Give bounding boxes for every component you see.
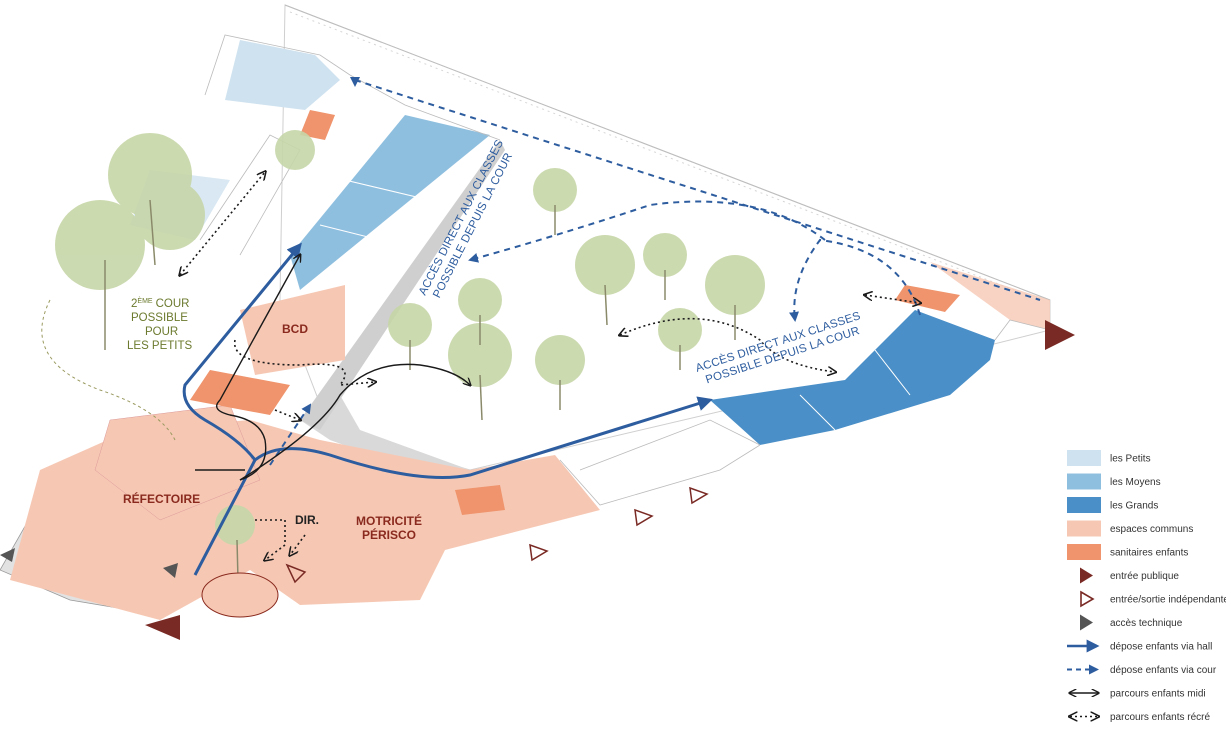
legend-item: espaces communs bbox=[1067, 520, 1193, 537]
cour-petits-boundary bbox=[41, 299, 176, 441]
entree-independante-icon bbox=[634, 508, 654, 527]
legend-symbol bbox=[1080, 567, 1093, 584]
legend-symbol bbox=[1067, 450, 1101, 466]
legend-label: les Petits bbox=[1110, 454, 1151, 465]
zone-sanitaires bbox=[190, 110, 960, 515]
legend-item: dépose enfants via hall bbox=[1067, 639, 1212, 653]
legend-label: sanitaires enfants bbox=[1110, 548, 1188, 559]
legend-item: dépose enfants via cour bbox=[1067, 664, 1217, 676]
route-midi bbox=[195, 255, 470, 481]
legend-item: entrée publique bbox=[1080, 567, 1179, 584]
label-motricite: MOTRICITÉ bbox=[356, 513, 422, 528]
legend-label: parcours enfants récré bbox=[1110, 712, 1210, 723]
legend-item: parcours enfants midi bbox=[1070, 689, 1206, 700]
label-cour-line2: POSSIBLE bbox=[131, 312, 188, 324]
legend-label: les Moyens bbox=[1110, 477, 1161, 488]
entrances bbox=[0, 320, 1075, 640]
legend-symbol bbox=[1067, 520, 1101, 537]
legend-item: parcours enfants récré bbox=[1070, 712, 1210, 723]
entree-independante-icon bbox=[285, 563, 307, 584]
zone-grands bbox=[710, 310, 995, 445]
legend-label: dépose enfants via cour bbox=[1110, 665, 1217, 676]
acces-technique-icon bbox=[163, 563, 178, 578]
label-bcd: BCD bbox=[282, 322, 308, 336]
legend-item: accès technique bbox=[1080, 614, 1183, 631]
legend-label: accès technique bbox=[1110, 618, 1183, 629]
entree-publique-icon bbox=[1045, 320, 1075, 350]
zone-moyens bbox=[290, 115, 490, 290]
label-cour-line4: LES PETITS bbox=[127, 340, 193, 352]
legend-label: espaces communs bbox=[1110, 524, 1193, 535]
label-cour-line3: POUR bbox=[145, 326, 178, 338]
legend-item: les Moyens bbox=[1067, 473, 1161, 490]
label-refectoire: RÉFECTOIRE bbox=[123, 491, 200, 506]
label-perisco: PÉRISCO bbox=[362, 527, 416, 542]
common-spaces bbox=[10, 285, 600, 620]
label-dir: DIR. bbox=[295, 513, 319, 527]
entree-independante-icon bbox=[529, 543, 549, 562]
legend-item: entrée/sortie indépendante bbox=[1080, 590, 1226, 608]
legend-label: entrée publique bbox=[1110, 571, 1179, 582]
legend: les Petits les Moyens les Grands espaces co… bbox=[1067, 450, 1226, 723]
entree-independante-icon bbox=[689, 486, 709, 505]
legend-symbol bbox=[1080, 614, 1093, 631]
acces-technique-icon bbox=[0, 548, 15, 562]
route-depose-hall bbox=[182, 242, 713, 576]
legend-item: sanitaires enfants bbox=[1067, 544, 1188, 560]
legend-symbol bbox=[1067, 473, 1101, 490]
entree-publique-icon bbox=[145, 615, 180, 640]
route-recre bbox=[180, 172, 920, 560]
legend-symbol bbox=[1067, 497, 1101, 513]
legend-item: les Grands bbox=[1067, 497, 1158, 513]
legend-label: parcours enfants midi bbox=[1110, 689, 1206, 700]
legend-label: dépose enfants via hall bbox=[1110, 642, 1212, 653]
legend-symbol bbox=[1067, 544, 1101, 560]
legend-symbol bbox=[1080, 590, 1095, 608]
legend-label: les Grands bbox=[1110, 501, 1158, 512]
legend-item: les Petits bbox=[1067, 450, 1151, 466]
legend-label: entrée/sortie indépendante bbox=[1110, 595, 1226, 606]
